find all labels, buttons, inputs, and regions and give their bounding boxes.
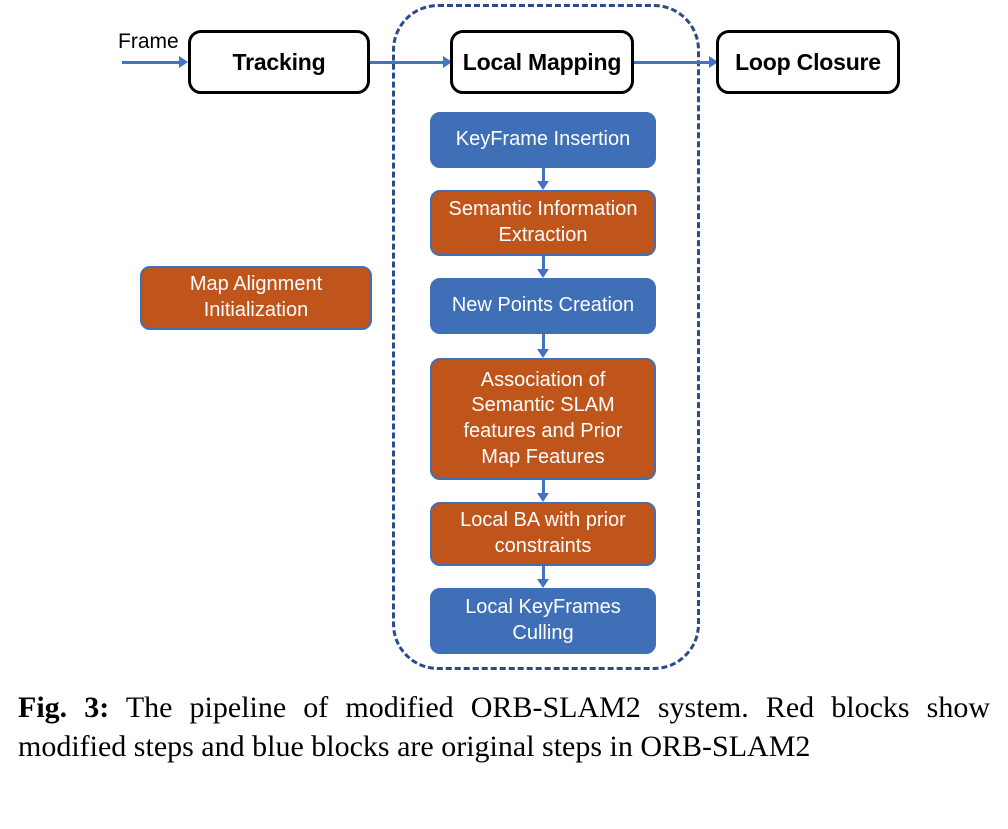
stage-label-line-2: Semantic SLAM	[471, 394, 615, 417]
stage-block-association-of-semantic-slam-features-and-prior-map-features[interactable]: Association of Semantic SLAM features an…	[430, 358, 656, 480]
stage-label-line-1: Map Alignment	[189, 273, 323, 296]
stage-label: KeyFrame Insertion	[455, 128, 631, 151]
process-box-local-mapping[interactable]: Local Mapping	[450, 30, 634, 94]
arrow-local-mapping-to-loop-closure	[634, 52, 718, 72]
stage-label-line-2: Extraction	[498, 224, 588, 246]
stage-block-map-alignment-initialization[interactable]: Map Alignment Initialization	[140, 266, 372, 330]
arrow-keyframe-insertion-to-semantic-information-extraction	[530, 168, 556, 190]
stage-block-semantic-information-extraction[interactable]: Semantic Information Extraction	[430, 190, 656, 256]
arrow-new-points-creation-to-association	[530, 334, 556, 358]
stage-label-line-2: Initialization	[203, 299, 309, 321]
stage-label-line-1: Semantic Information	[448, 198, 638, 221]
stage-label-line-4: Map Features	[481, 445, 605, 468]
stage-block-local-keyframes-culling[interactable]: Local KeyFrames Culling	[430, 588, 656, 654]
stage-label-line-2: constraints	[494, 535, 592, 557]
caption-label: Fig. 3:	[18, 691, 110, 724]
process-box-tracking[interactable]: Tracking	[188, 30, 370, 94]
stage-label-line-2: Culling	[512, 622, 574, 644]
input-label-frame: Frame	[118, 30, 179, 53]
arrow-association-to-local-ba	[530, 480, 556, 502]
stage-label-line-1: Local BA with prior	[460, 509, 626, 532]
process-box-loop-closure[interactable]: Loop Closure	[716, 30, 900, 94]
stage-label-line-1: Association of	[480, 368, 606, 391]
arrow-frame-to-tracking	[122, 52, 188, 72]
stage-block-local-ba-with-prior-constraints[interactable]: Local BA with prior constraints	[430, 502, 656, 566]
arrow-semantic-information-extraction-to-new-points-creation	[530, 256, 556, 278]
figure-caption: Fig. 3: The pipeline of modified ORB-SLA…	[18, 688, 990, 766]
arrow-local-ba-to-local-keyframes-culling	[530, 566, 556, 588]
stage-block-keyframe-insertion[interactable]: KeyFrame Insertion	[430, 112, 656, 168]
local-mapping-module-region	[392, 4, 700, 670]
arrow-tracking-to-local-mapping	[370, 52, 452, 72]
figure-diagram: Frame Tracking Local Mapping Loop Closur…	[118, 4, 900, 670]
caption-text: The pipeline of modified ORB-SLAM2 syste…	[18, 691, 990, 763]
stage-label-line-3: features and Prior	[463, 420, 623, 442]
stage-block-new-points-creation[interactable]: New Points Creation	[430, 278, 656, 334]
stage-label: New Points Creation	[451, 294, 635, 317]
stage-label-line-1: Local KeyFrames	[465, 596, 621, 619]
